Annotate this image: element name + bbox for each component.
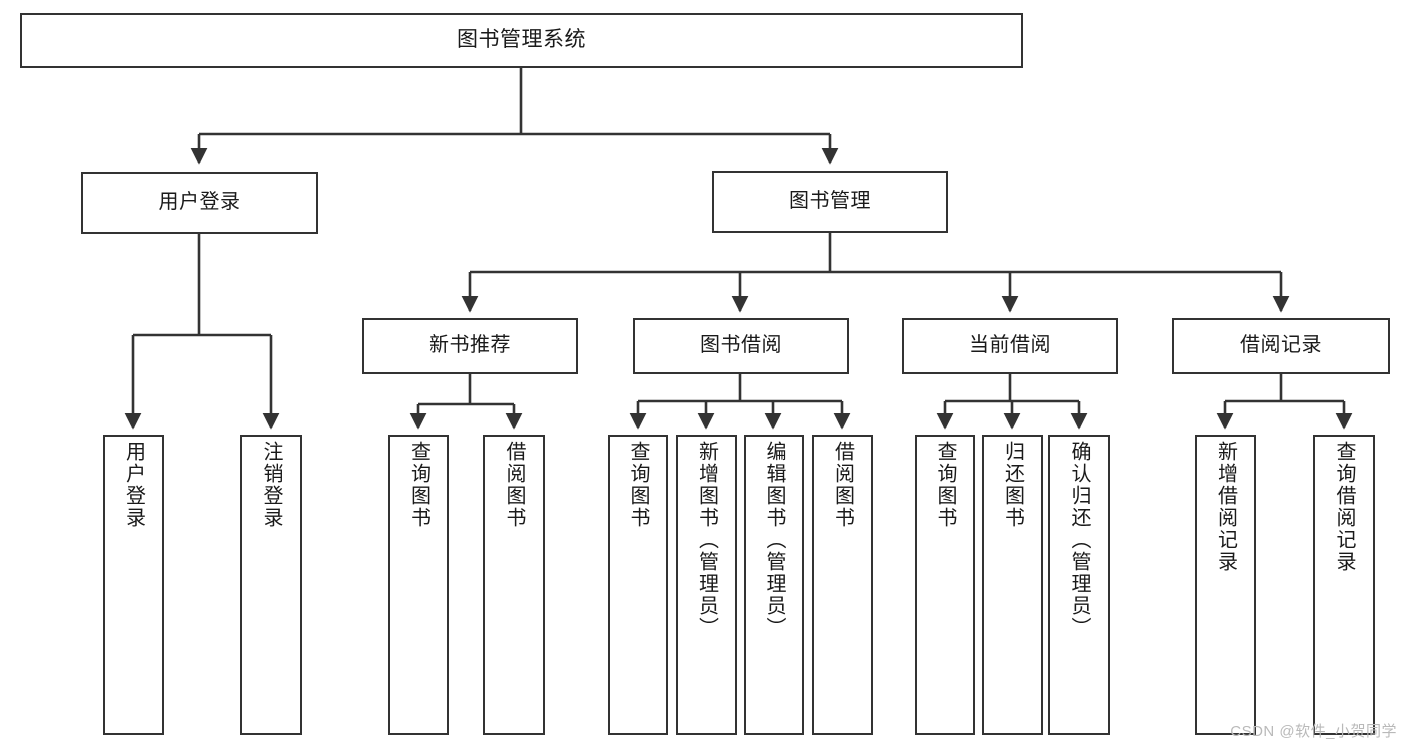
node-label: 借阅图书 xyxy=(831,441,854,529)
node-book-management[interactable]: 图书管理 xyxy=(712,171,948,233)
node-book-borrow[interactable]: 图书借阅 xyxy=(633,318,849,374)
node-label: 图书借阅 xyxy=(700,334,782,357)
node-label: 编辑图书（管理员） xyxy=(763,441,785,639)
node-current-borrow[interactable]: 当前借阅 xyxy=(902,318,1118,374)
leaf-borrow-book-new[interactable]: 借阅图书 xyxy=(483,435,545,735)
node-label: 图书管理系统 xyxy=(457,28,586,52)
node-label: 归还图书 xyxy=(1001,441,1024,529)
watermark: CSDN @软件_小贺同学 xyxy=(1230,723,1397,740)
node-label: 图书管理 xyxy=(789,190,871,213)
leaf-edit-book-admin[interactable]: 编辑图书（管理员） xyxy=(744,435,804,735)
node-label: 注销登录 xyxy=(260,441,282,529)
leaf-query-book-new[interactable]: 查询图书 xyxy=(388,435,449,735)
node-user-login[interactable]: 用户登录 xyxy=(81,172,318,234)
node-label: 借阅图书 xyxy=(503,441,525,529)
node-label: 借阅记录 xyxy=(1240,334,1322,357)
node-label: 查询图书 xyxy=(934,441,956,529)
node-label: 新增借阅记录 xyxy=(1214,441,1237,573)
node-label: 查询图书 xyxy=(407,441,430,529)
leaf-borrow-book[interactable]: 借阅图书 xyxy=(812,435,873,735)
node-new-book-recommend[interactable]: 新书推荐 xyxy=(362,318,578,374)
node-label: 用户登录 xyxy=(122,441,145,529)
leaf-return-book[interactable]: 归还图书 xyxy=(982,435,1043,735)
node-borrow-record[interactable]: 借阅记录 xyxy=(1172,318,1390,374)
node-label: 用户登录 xyxy=(158,191,241,214)
node-label: 确认归还（管理员） xyxy=(1068,441,1090,639)
leaf-query-borrow-record[interactable]: 查询借阅记录 xyxy=(1313,435,1375,735)
node-root-system[interactable]: 图书管理系统 xyxy=(20,13,1023,68)
node-label: 当前借阅 xyxy=(969,334,1051,357)
leaf-logout[interactable]: 注销登录 xyxy=(240,435,302,735)
leaf-add-borrow-record[interactable]: 新增借阅记录 xyxy=(1195,435,1256,735)
leaf-confirm-return-admin[interactable]: 确认归还（管理员） xyxy=(1048,435,1110,735)
leaf-query-book-borrow[interactable]: 查询图书 xyxy=(608,435,668,735)
leaf-add-book-admin[interactable]: 新增图书（管理员） xyxy=(676,435,737,735)
node-label: 新增图书（管理员） xyxy=(695,441,718,639)
leaf-query-book-current[interactable]: 查询图书 xyxy=(915,435,975,735)
node-label: 新书推荐 xyxy=(429,334,511,357)
node-label: 查询图书 xyxy=(627,441,649,529)
node-label: 查询借阅记录 xyxy=(1333,441,1355,573)
leaf-user-login[interactable]: 用户登录 xyxy=(103,435,164,735)
